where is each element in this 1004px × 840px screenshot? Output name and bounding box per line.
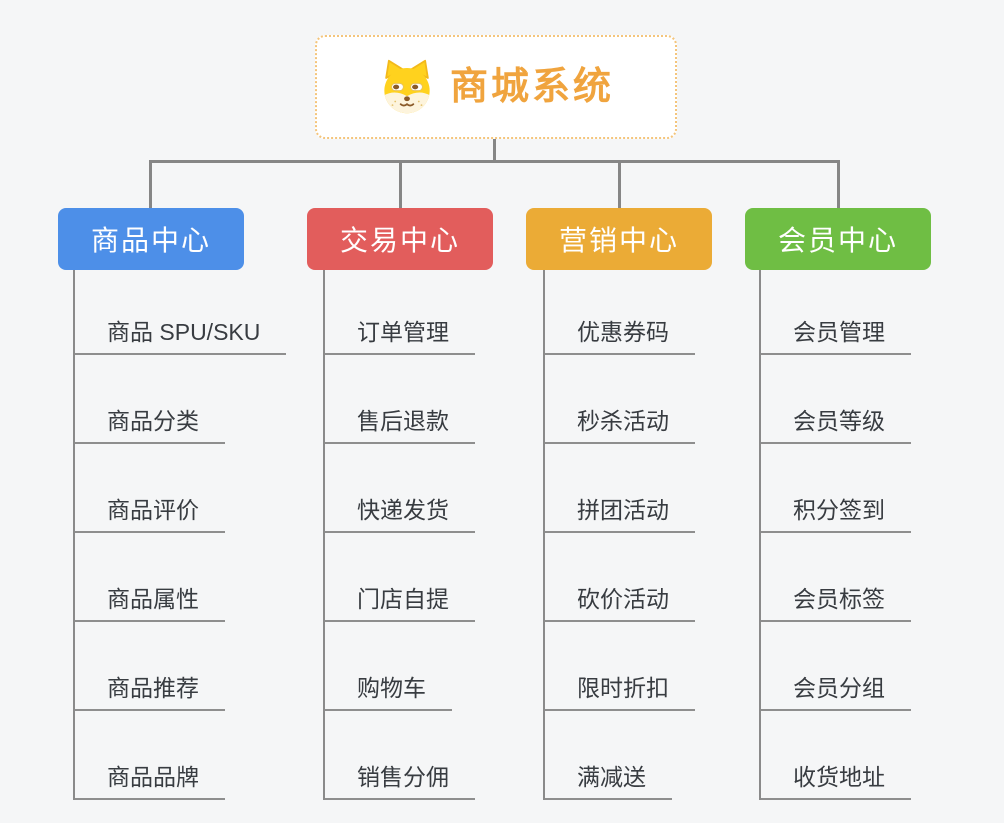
leaf-label: 会员标签 [761,586,911,622]
leaf-topic[interactable]: 商品推荐 [75,622,225,711]
root-node-mall-system[interactable]: 商城系统 [315,35,677,139]
branch-marketing-center[interactable]: 营销中心 [526,208,712,270]
leaf-column-marketing: 优惠券码 秒杀活动 拼团活动 砍价活动 限时折扣 满减送 [543,266,695,800]
branch-product-center[interactable]: 商品中心 [58,208,244,270]
leaf-label: 订单管理 [325,319,475,355]
leaf-topic[interactable]: 收货地址 [761,711,911,800]
leaf-label: 会员等级 [761,408,911,444]
branch-drop-line [618,160,621,210]
leaf-label: 商品 SPU/SKU [75,319,287,355]
branch-member-center[interactable]: 会员中心 [745,208,931,270]
leaf-label: 收货地址 [761,764,911,800]
leaf-label: 满减送 [545,764,672,800]
branch-label: 交易中心 [339,225,460,256]
branch-drop-line [149,160,152,210]
leaf-label: 积分签到 [761,497,911,533]
leaf-label: 售后退款 [325,408,475,444]
leaf-label: 商品属性 [75,586,225,622]
leaf-topic[interactable]: 会员管理 [761,266,911,355]
leaf-topic[interactable]: 商品 SPU/SKU [75,266,287,355]
leaf-topic[interactable]: 门店自提 [325,533,475,622]
leaf-label: 销售分佣 [325,764,475,800]
leaf-label: 优惠券码 [545,319,695,355]
leaf-label: 限时折扣 [545,675,695,711]
leaf-label: 拼团活动 [545,497,695,533]
leaf-topic[interactable]: 商品分类 [75,355,225,444]
leaf-label: 砍价活动 [545,586,695,622]
leaf-topic[interactable]: 限时折扣 [545,622,695,711]
canvas-bottom-edge [0,823,1004,840]
leaf-topic[interactable]: 会员分组 [761,622,911,711]
leaf-topic[interactable]: 售后退款 [325,355,475,444]
leaf-topic[interactable]: 会员等级 [761,355,911,444]
leaf-topic[interactable]: 购物车 [325,622,452,711]
root-connector-stub [493,137,496,162]
leaf-label: 门店自提 [325,586,475,622]
leaf-column-trade: 订单管理 售后退款 快递发货 门店自提 购物车 销售分佣 [323,266,475,800]
leaf-topic[interactable]: 优惠券码 [545,266,695,355]
leaf-topic[interactable]: 积分签到 [761,444,911,533]
leaf-topic[interactable]: 会员标签 [761,533,911,622]
leaf-label: 会员分组 [761,675,911,711]
leaf-label: 快递发货 [325,497,475,533]
leaf-label: 商品评价 [75,497,225,533]
leaf-topic[interactable]: 砍价活动 [545,533,695,622]
leaf-topic[interactable]: 销售分佣 [325,711,475,800]
leaf-topic[interactable]: 商品品牌 [75,711,225,800]
leaf-label: 购物车 [325,675,452,711]
leaf-topic[interactable]: 秒杀活动 [545,355,695,444]
leaf-label: 会员管理 [761,319,911,355]
shiba-dog-icon [384,59,430,114]
leaf-label: 秒杀活动 [545,408,695,444]
root-title: 商城系统 [449,66,614,108]
branch-label: 会员中心 [777,225,898,256]
branch-label: 商品中心 [90,225,211,256]
leaf-topic[interactable]: 订单管理 [325,266,475,355]
leaf-topic[interactable]: 拼团活动 [545,444,695,533]
branch-label: 营销中心 [558,225,679,256]
leaf-column-product: 商品 SPU/SKU 商品分类 商品评价 商品属性 商品推荐 商品品牌 [73,266,287,800]
branch-bus-line [150,160,839,163]
branch-drop-line [399,160,402,210]
leaf-topic[interactable]: 商品评价 [75,444,225,533]
leaf-label: 商品推荐 [75,675,225,711]
leaf-topic[interactable]: 满减送 [545,711,672,800]
branch-trade-center[interactable]: 交易中心 [307,208,493,270]
leaf-topic[interactable]: 商品属性 [75,533,225,622]
leaf-topic[interactable]: 快递发货 [325,444,475,533]
branch-drop-line [837,160,840,210]
leaf-label: 商品分类 [75,408,225,444]
leaf-column-member: 会员管理 会员等级 积分签到 会员标签 会员分组 收货地址 [759,266,911,800]
leaf-label: 商品品牌 [75,764,225,800]
